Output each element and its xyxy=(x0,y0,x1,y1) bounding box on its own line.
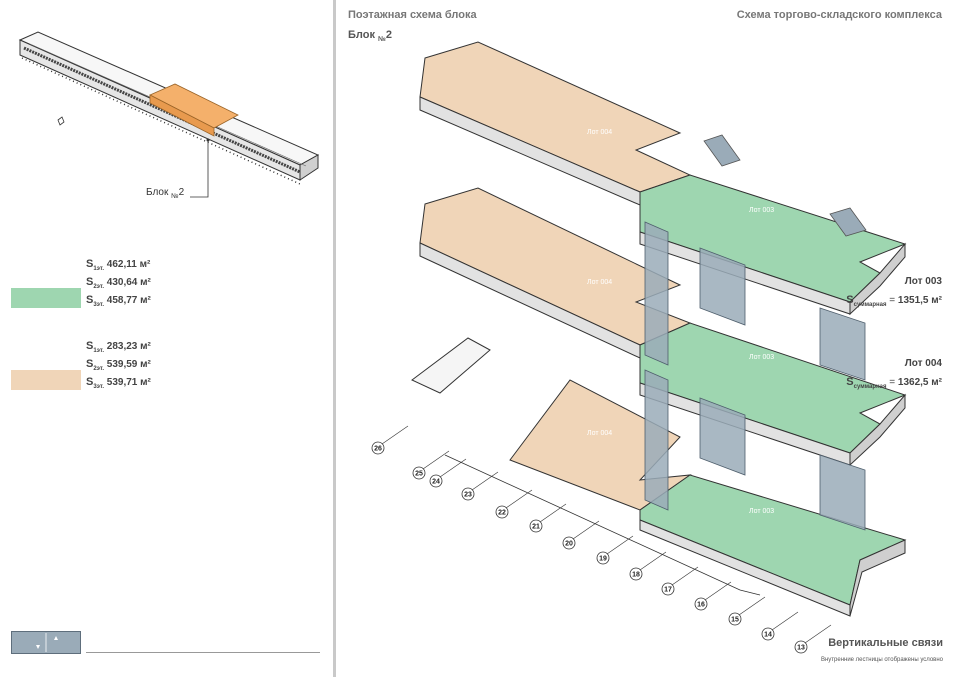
axis-label: 24 xyxy=(432,479,440,486)
lot003-color-swatch xyxy=(11,288,81,308)
lot004-floor2-area: S2эт. 539,59 м² xyxy=(86,358,151,372)
axis-label: 15 xyxy=(731,617,739,624)
lot003-floor2-area: S2эт. 430,64 м² xyxy=(86,276,151,290)
floor-scheme-title: Поэтажная схема блока xyxy=(348,9,477,21)
complex-overview xyxy=(18,31,320,198)
axis-marker-24: 24 xyxy=(429,458,467,488)
axis-marker-17: 17 xyxy=(661,566,699,596)
axis-marker-19: 19 xyxy=(596,535,634,565)
axis-marker-14: 14 xyxy=(761,611,799,641)
lot004-total-area: Sсуммарная = 1362,5 м² xyxy=(846,376,942,390)
floor-1 xyxy=(411,337,907,617)
mid-lot-003-label: Лот 003 xyxy=(749,354,774,361)
axis-label: 25 xyxy=(415,471,423,478)
lot003-floor3-area: S3эт. 458,77 м² xyxy=(86,294,151,308)
axis-label: 20 xyxy=(565,541,573,548)
top-lot-003-label: Лот 003 xyxy=(749,207,774,214)
axis-marker-20: 20 xyxy=(562,520,600,550)
block-subtitle: Блок №2 xyxy=(348,29,392,44)
stairs-note: Внутренние лестницы отображены условно xyxy=(820,657,943,663)
vertical-shafts xyxy=(644,221,866,531)
axis-label: 23 xyxy=(464,492,472,499)
panel-divider xyxy=(333,0,336,677)
axis-markers: 26 25 24 23 22 21 20 19 18 17 16 15 14 13 xyxy=(371,425,832,654)
mid-lot-004-label: Лот 004 xyxy=(587,279,612,286)
lot003-name: Лот 003 xyxy=(904,276,942,287)
lot003-total-area: Sсуммарная = 1351,5 м² xyxy=(846,294,942,308)
axis-marker-13: 13 xyxy=(794,624,832,654)
axis-marker-15: 15 xyxy=(728,596,766,626)
axis-label: 17 xyxy=(664,587,672,594)
bot-lot-004-label: Лот 004 xyxy=(587,430,612,437)
complex-scheme-title: Схема торгово-складского комплекса xyxy=(736,9,942,21)
axis-label: 16 xyxy=(697,602,705,609)
axis-label: 19 xyxy=(599,556,607,563)
lot003-floor1-area: S1эт. 462,11 м² xyxy=(86,258,151,272)
lot004-floor3-area: S3эт. 539,71 м² xyxy=(86,376,151,390)
axis-marker-18: 18 xyxy=(629,551,667,581)
axis-marker-21: 21 xyxy=(529,503,567,533)
axis-label: 13 xyxy=(797,645,805,652)
axis-marker-25: 25 xyxy=(412,450,450,480)
axis-marker-22: 22 xyxy=(495,489,533,519)
axis-label: 18 xyxy=(632,572,640,579)
stairs-arrows-icon xyxy=(36,633,58,652)
block-callout-label: Блок №2 xyxy=(146,187,185,200)
axis-marker-26: 26 xyxy=(371,425,409,455)
legend-divider xyxy=(86,652,320,653)
lot004-floor1-area: S1эт. 283,23 м² xyxy=(86,340,151,354)
vertical-connections-swatch xyxy=(11,631,81,654)
floor-3 xyxy=(419,41,907,316)
floor-plan: Лот 004 Лот 003 Лот 004 Лот 003 Лот 004 … xyxy=(371,41,907,654)
axis-marker-23: 23 xyxy=(461,471,499,501)
axis-label: 14 xyxy=(764,632,772,639)
block2-leader xyxy=(190,140,209,198)
vertical-connections-title: Вертикальные связи xyxy=(828,637,943,649)
axis-label: 21 xyxy=(532,524,540,531)
axis-label: 22 xyxy=(498,510,506,517)
top-lot-004-label: Лот 004 xyxy=(587,129,612,136)
bot-lot-003-label: Лот 003 xyxy=(749,508,774,515)
axis-marker-16: 16 xyxy=(694,581,732,611)
axis-label: 26 xyxy=(374,446,382,453)
lot004-name: Лот 004 xyxy=(904,358,942,369)
lot004-color-swatch xyxy=(11,370,81,390)
